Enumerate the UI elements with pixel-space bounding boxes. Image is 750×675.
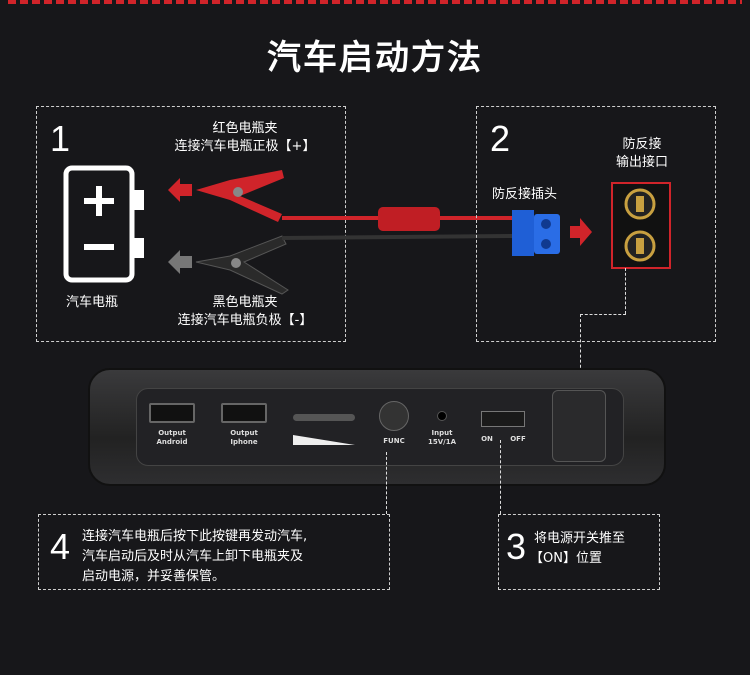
connector-line xyxy=(386,452,387,514)
step3-number: 3 xyxy=(506,526,527,567)
func-label: FUNC xyxy=(383,437,405,445)
on-label: ON xyxy=(481,435,493,443)
red-arrow-right-icon xyxy=(570,218,592,246)
black-clip-desc: 连接汽车电瓶负极【-】 xyxy=(177,313,313,328)
top-dashed-border xyxy=(8,0,742,4)
power-switch[interactable] xyxy=(481,411,525,427)
connector-line xyxy=(580,314,626,315)
step1-number: 1 xyxy=(50,118,71,159)
off-label: OFF xyxy=(510,435,526,443)
battery-icon xyxy=(63,165,144,283)
battery-level-wedge xyxy=(293,435,355,445)
black-cable xyxy=(281,234,513,240)
red-clip-label: 红色电瓶夹 xyxy=(212,121,278,136)
step2-box xyxy=(476,106,716,342)
step3-box xyxy=(498,514,660,590)
usb-port-android xyxy=(149,403,195,423)
black-clamp-icon xyxy=(195,235,289,295)
ec5-connector-icon xyxy=(512,210,560,256)
plug-label: 防反接插头 xyxy=(492,187,558,202)
connector-line xyxy=(580,314,581,388)
red-arrow-icon xyxy=(168,178,192,202)
port-label-1: 防反接 xyxy=(622,137,662,152)
port-label-2: 输出接口 xyxy=(615,155,668,170)
step4-number: 4 xyxy=(50,526,71,567)
connector-line xyxy=(625,268,626,314)
page-title: 汽车启动方法 xyxy=(267,38,483,78)
input-port xyxy=(437,411,447,421)
fuse-holder xyxy=(378,207,440,231)
func-button[interactable] xyxy=(379,401,409,431)
gray-arrow-icon xyxy=(168,250,192,274)
step4-line1: 连接汽车电瓶后按下此按键再发动汽车, xyxy=(82,529,308,544)
red-clamp-icon xyxy=(196,170,284,222)
output-port-icon xyxy=(611,182,671,269)
output-port-cover xyxy=(552,390,606,462)
step4-line2: 汽车启动后及时从汽车上卸下电瓶夹及 xyxy=(82,549,304,564)
red-clip-desc: 连接汽车电瓶正极【+】 xyxy=(174,139,316,154)
step4-box xyxy=(38,514,390,590)
step4-line3: 启动电源，并妥善保管。 xyxy=(82,569,226,584)
usb-port-iphone xyxy=(221,403,267,423)
led-indicator xyxy=(293,414,355,421)
step3-line2: 【ON】位置 xyxy=(530,551,602,566)
black-clip-label: 黑色电瓶夹 xyxy=(212,295,278,310)
step1-box xyxy=(36,106,346,342)
connector-line xyxy=(500,440,501,514)
battery-label: 汽车电瓶 xyxy=(66,295,119,310)
step2-number: 2 xyxy=(490,118,511,159)
step3-line1: 将电源开关推至 xyxy=(534,531,626,546)
